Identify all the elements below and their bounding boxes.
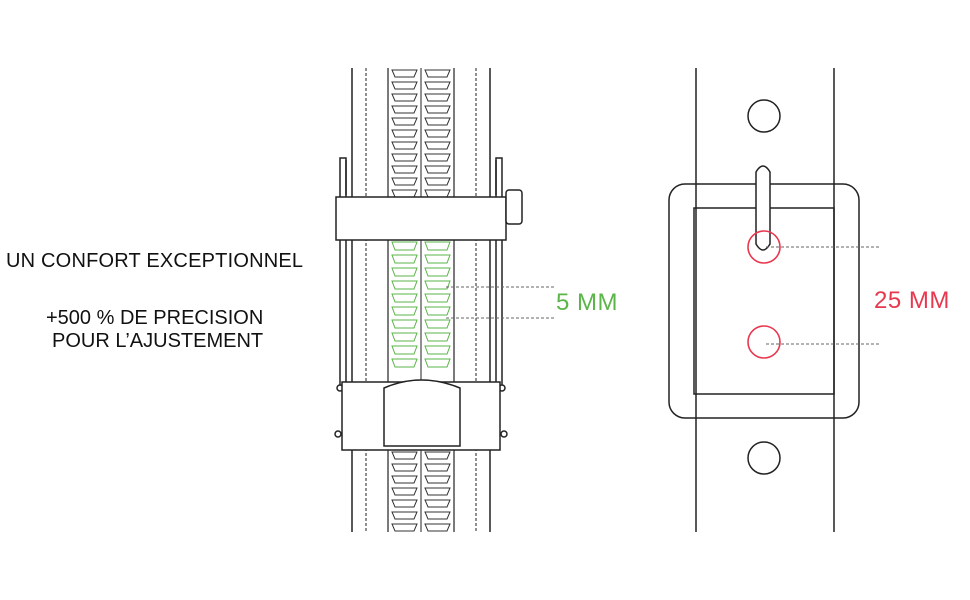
ratchet-tooth <box>424 141 451 150</box>
ratchet-tooth <box>391 69 418 78</box>
classic-holes-highlight <box>747 230 880 359</box>
ratchet-tooth <box>391 129 418 138</box>
ratchet-tooth <box>424 487 451 496</box>
ratchet-tooth <box>424 523 451 532</box>
precision-line-1: +500 % DE PRECISION <box>46 307 264 329</box>
ratchet-teeth-highlight <box>391 241 451 368</box>
ratchet-tooth <box>424 267 451 277</box>
ratchet-teeth-top <box>391 69 451 198</box>
ratchet-tooth <box>391 105 418 114</box>
ratchet-tooth <box>391 306 418 316</box>
ratchet-tooth <box>391 117 418 126</box>
ratchet-tooth <box>424 306 451 316</box>
ratchet-tooth <box>424 499 451 508</box>
belt-hole-bottom <box>747 441 781 475</box>
ratchet-tooth <box>424 280 451 290</box>
ratchet-tooth <box>391 141 418 150</box>
ratchet-tooth <box>424 293 451 303</box>
hole-spacing-label: 25 MM <box>874 287 950 314</box>
ratchet-tooth <box>391 523 418 532</box>
ratchet-tooth <box>424 451 451 460</box>
ratchet-tooth <box>424 165 451 174</box>
ratchet-tooth <box>424 189 451 198</box>
ratchet-tooth <box>391 463 418 472</box>
belt-hole-next <box>747 325 781 359</box>
ratchet-tooth <box>424 463 451 472</box>
ratchet-tooth <box>424 93 451 102</box>
ratchet-tooth <box>391 153 418 162</box>
belt-hole-active <box>747 230 781 264</box>
ratchet-tooth <box>391 189 418 198</box>
ratchet-tooth <box>424 511 451 520</box>
ratchet-tooth <box>391 254 418 264</box>
ratchet-tooth <box>424 345 451 355</box>
ratchet-tooth <box>391 345 418 355</box>
ratchet-dimension-lines <box>446 286 556 319</box>
ratchet-tooth <box>391 475 418 484</box>
ratchet-tooth <box>424 105 451 114</box>
ratchet-spacing-label: 5 MM <box>556 289 618 316</box>
ratchet-tooth <box>391 511 418 520</box>
ratchet-tooth <box>391 241 418 251</box>
ratchet-tooth <box>391 293 418 303</box>
classic-belt <box>668 68 860 532</box>
ratchet-tooth <box>391 487 418 496</box>
ratchet-tooth <box>424 177 451 186</box>
ratchet-tooth <box>391 358 418 368</box>
ratchet-tooth <box>424 81 451 90</box>
ratchet-tooth <box>391 451 418 460</box>
ratchet-tooth <box>424 475 451 484</box>
ratchet-belt <box>351 68 491 532</box>
ratchet-tooth <box>391 93 418 102</box>
ratchet-tooth <box>391 332 418 342</box>
ratchet-tooth <box>391 319 418 329</box>
ratchet-tooth <box>391 267 418 277</box>
ratchet-tooth <box>391 81 418 90</box>
ratchet-tooth <box>391 177 418 186</box>
ratchet-tooth <box>424 69 451 78</box>
ratchet-tooth <box>391 165 418 174</box>
ratchet-tooth <box>391 499 418 508</box>
ratchet-tooth <box>424 153 451 162</box>
headline-comfort: UN CONFORT EXCEPTIONNEL <box>6 250 304 272</box>
ratchet-tooth <box>424 332 451 342</box>
ratchet-teeth-bottom <box>391 451 451 532</box>
ratchet-tooth <box>424 241 451 251</box>
ratchet-buckle <box>334 157 523 451</box>
ratchet-tooth <box>424 129 451 138</box>
ratchet-tooth <box>424 254 451 264</box>
ratchet-tooth <box>424 319 451 329</box>
ratchet-tooth <box>424 117 451 126</box>
belt-hole-top <box>747 99 781 133</box>
precision-line-2: POUR L’AJUSTEMENT <box>52 330 264 352</box>
ratchet-tooth <box>391 280 418 290</box>
ratchet-tooth <box>424 358 451 368</box>
